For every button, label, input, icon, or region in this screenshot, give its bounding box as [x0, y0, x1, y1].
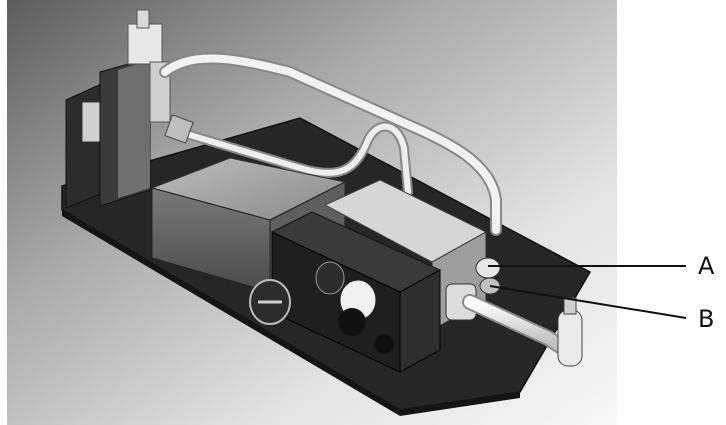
- callout-b-leader: [489, 285, 687, 319]
- outlet-valve-cap: [563, 297, 577, 315]
- callout-a-label: A: [698, 252, 715, 280]
- control-block-side: [399, 269, 441, 373]
- tube-middle-loop-highlight: [177, 123, 411, 195]
- pilot-stem: [136, 9, 150, 29]
- tube-fitting: [164, 114, 194, 144]
- fitting-a: [475, 257, 501, 279]
- dial-knob-2: [315, 261, 345, 295]
- control-knob-cap: [338, 308, 366, 336]
- outlet-valve: [557, 309, 583, 367]
- tube-upper-loop-highlight: [161, 54, 500, 234]
- callout-b-label: B: [698, 305, 714, 333]
- outlet-tube-highlight: [464, 296, 566, 352]
- control-knob-small: [374, 334, 394, 354]
- pilot-body: [127, 23, 163, 65]
- vertical-plate-face: [118, 60, 150, 198]
